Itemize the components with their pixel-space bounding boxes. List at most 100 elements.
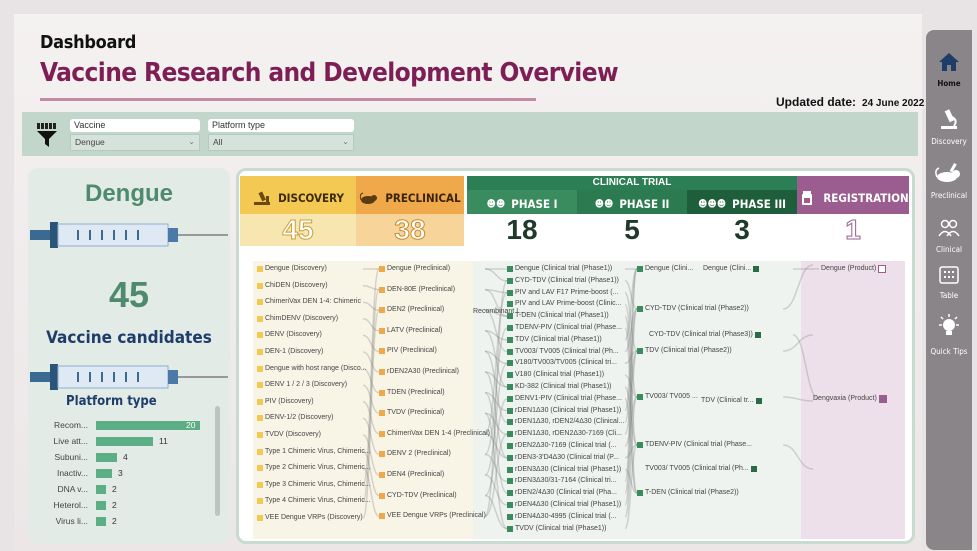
platform-bar-row[interactable]: Heterol...2 <box>28 500 213 511</box>
flow-node-phase1[interactable]: TDENV-PIV (Clinical trial (Phase... <box>507 324 622 332</box>
flow-node-phase1[interactable]: T-DEN (Clinical trial (Phase1)) <box>507 312 609 320</box>
flow-node-preclinical[interactable]: ChimeriVax DEN 1-4 (Preclinical) <box>379 430 490 438</box>
flow-node-discovery[interactable]: Dengue (Discovery) <box>257 265 327 273</box>
vaccine-slicer[interactable]: Vaccine Dengue⌄ <box>70 119 200 151</box>
platform-bar-row[interactable]: Live att...11 <box>28 436 213 447</box>
flow-node-discovery[interactable]: Type 3 Chimeric Virus, Chimeric... <box>257 481 371 489</box>
flow-node-phase1[interactable]: rDEN4Δ30-4995 (Clinical trial (... <box>507 513 617 521</box>
flow-node-phase2[interactable]: T-DEN (Clinical trial (Phase2)) <box>637 489 739 497</box>
flow-node-phase3[interactable]: Dengue (Clini... <box>703 265 760 273</box>
flow-node-discovery[interactable]: DENV-1/2 (Discovery) <box>257 414 333 422</box>
platform-bar[interactable] <box>96 501 106 510</box>
flow-node-phase2[interactable]: TDENV-PIV (Clinical trial (Phase... <box>637 441 752 449</box>
flow-node-phase1[interactable]: TDV (Clinical trial (Phase1)) <box>507 336 602 344</box>
platform-bar-row[interactable]: DNA v...2 <box>28 484 213 495</box>
flow-node-phase1[interactable]: rDEN1Δ30 (Clinical trial (Phase1)) <box>507 407 621 415</box>
flow-node-phase3[interactable]: CYD-TDV (Clinical trial (Phase3)) <box>649 331 761 339</box>
stage-preclinical[interactable]: PRECLINICAL 38 <box>356 176 464 246</box>
flow-node-preclinical[interactable]: DEN2 (Preclinical) <box>379 306 444 314</box>
flow-node-discovery[interactable]: Type 1 Chimeric Virus, Chimeric... <box>257 448 371 456</box>
flow-node-discovery[interactable]: DENV (Discovery) <box>257 331 322 339</box>
flow-node-preclinical[interactable]: Dengue (Preclinical) <box>379 265 450 273</box>
flow-node-phase1[interactable]: rDEN2/4Δ30 (Clinical trial (Pha... <box>507 489 617 497</box>
flow-node-phase1[interactable]: PIV and LAV Prime-boost (Clinic... <box>507 300 621 308</box>
platform-dropdown[interactable]: All⌄ <box>208 134 354 151</box>
flow-node-phase3[interactable]: TV003/ TV005 (Clinical trial (Ph... <box>645 465 757 473</box>
platform-bar-row[interactable]: Subuni...4 <box>28 452 213 463</box>
flow-node-misc[interactable]: Recombinant I... <box>473 308 524 316</box>
stage-phase1[interactable]: ☻☻ PHASE I 18 <box>467 190 577 246</box>
platform-bar[interactable] <box>96 469 112 478</box>
flow-node-discovery[interactable]: Type 4 Chimeric Virus, Chimeric... <box>257 497 371 505</box>
flow-node-phase2[interactable]: Dengue (Clini... <box>637 265 693 273</box>
flow-node-phase2[interactable]: TDV (Clinical trial (Phase2)) <box>637 347 732 355</box>
platform-bar[interactable] <box>96 517 106 526</box>
flow-node-phase1[interactable]: TVDV (Clinical trial (Phase1)) <box>507 525 606 533</box>
platform-bar-row[interactable]: Recom...20 <box>28 420 213 431</box>
stage-phase2[interactable]: ☻☻ PHASE II 5 <box>577 190 687 246</box>
flow-node-discovery[interactable]: ChiDEN (Discovery) <box>257 282 328 290</box>
flow-node-phase1[interactable]: rDEN2Δ30-7169 (Clinical trial (... <box>507 442 617 450</box>
flow-node-preclinical[interactable]: DEN-80E (Preclinical) <box>379 286 455 294</box>
flow-node-preclinical[interactable]: DEN4 (Preclinical) <box>379 471 444 479</box>
flow-node-discovery[interactable]: DENV 1 / 2 / 3 (Discovery) <box>257 381 347 389</box>
flow-node-preclinical[interactable]: CYD-TDV (Preclinical) <box>379 492 457 500</box>
filter-icon[interactable] <box>36 122 58 148</box>
platform-bar[interactable] <box>96 437 153 446</box>
flow-node-discovery[interactable]: TVDV (Discovery) <box>257 431 321 439</box>
flow-node-phase1[interactable]: KD-382 (Clinical trial (Phase1)) <box>507 383 611 391</box>
platform-bar[interactable] <box>96 421 200 430</box>
flow-node-preclinical[interactable]: PIV (Preclinical) <box>379 347 437 355</box>
flow-node-preclinical[interactable]: LATV (Preclinical) <box>379 327 443 335</box>
flow-node-discovery[interactable]: VEE Dengue VRPs (Discovery) <box>257 514 363 522</box>
flow-node-phase1[interactable]: PIV and LAV F17 Prime-boost (... <box>507 289 618 297</box>
scrollbar[interactable] <box>215 406 220 516</box>
nav-table[interactable]: Table <box>926 266 972 300</box>
flow-node-discovery[interactable]: Dengue with host range (Disco... <box>257 365 367 373</box>
flow-node-phase1[interactable]: rDEN1Δ30, rDEN2Δ30-7169 (Cli... <box>507 430 622 438</box>
flow-node-phase1[interactable]: V180 (Clinical trial (Phase1)) <box>507 371 604 379</box>
stage-phase3[interactable]: ☻☻☻ PHASE III 3 <box>687 190 797 246</box>
platform-bar[interactable] <box>96 453 117 462</box>
platform-bar-row[interactable]: Virus li...2 <box>28 516 213 527</box>
stage-registration[interactable]: REGISTRATION 1 <box>797 176 909 246</box>
nav-clinical[interactable]: Clinical <box>926 218 972 254</box>
flow-node-phase3[interactable]: TDV (Clinical tr... <box>701 397 762 405</box>
nav-quick-tips[interactable]: Quick Tips <box>926 314 972 356</box>
flow-node-discovery[interactable]: ChimeriVax DEN 1-4: Chimeric <box>257 298 361 306</box>
flow-node-phase1[interactable]: TV003/ TV005 (Clinical trial (Ph... <box>507 348 619 356</box>
flow-node-phase1-label: V180/TV003/TV005 (Clinical tri... <box>515 359 617 367</box>
flow-node-phase1[interactable]: rDEN3-3'D4Δ30 (Clinical trial (P... <box>507 454 619 462</box>
flow-node-phase2[interactable]: TV003/ TV005 ... <box>637 393 698 401</box>
flow-node-registration[interactable]: Dengvaxia (Product) <box>813 395 887 403</box>
flow-node-discovery[interactable]: Type 2 Chimeric Virus, Chimeric... <box>257 464 371 472</box>
platform-bar-row[interactable]: Inactiv...3 <box>28 468 213 479</box>
platform-bar[interactable] <box>96 485 106 494</box>
flow-node-preclinical[interactable]: TDEN (Preclinical) <box>379 389 445 397</box>
flow-node-registration[interactable]: Dengue (Product) <box>821 265 887 273</box>
nav-discovery[interactable]: Discovery <box>926 108 972 146</box>
flow-node-phase1[interactable]: rDEN3Δ30 (Clinical trial (Phase1)) <box>507 466 621 474</box>
platform-slicer[interactable]: Platform type All⌄ <box>208 119 354 151</box>
flow-node-phase1[interactable]: CYD-TDV (Clinical trial (Phase1)) <box>507 277 619 285</box>
flow-node-phase2[interactable]: CYD-TDV (Clinical trial (Phase2)) <box>637 305 749 313</box>
flow-node-phase1[interactable]: rDEN4Δ30 (Clinical trial (Phase1)) <box>507 501 621 509</box>
flow-node-phase1[interactable]: rDEN3Δ30/31-7164 (Clinical tri... <box>507 477 617 485</box>
flow-node-preclinical[interactable]: TVDV (Preclinical) <box>379 409 444 417</box>
nav-preclinical[interactable]: Preclinical <box>926 162 972 200</box>
flow-node-preclinical[interactable]: rDEN2A30 (Preclinical) <box>379 368 459 376</box>
summary-panel: Dengue 45 Vaccine candidates Platform ty… <box>28 168 230 544</box>
flow-node-preclinical-label: ChimeriVax DEN 1-4 (Preclinical) <box>387 429 490 437</box>
stage-discovery[interactable]: DISCOVERY 45 <box>240 176 356 246</box>
flow-node-phase1[interactable]: Dengue (Clinical trial (Phase1)) <box>507 265 612 273</box>
flow-node-discovery[interactable]: DEN-1 (Discovery) <box>257 348 323 356</box>
flow-node-phase1[interactable]: V180/TV003/TV005 (Clinical tri... <box>507 359 617 367</box>
flow-node-discovery[interactable]: PIV (Discovery) <box>257 398 314 406</box>
flow-node-phase1[interactable]: DENV1-PIV (Clinical trial (Phase... <box>507 395 622 403</box>
flow-node-preclinical[interactable]: DENV 2 (Preclinical) <box>379 450 451 458</box>
flow-node-phase1[interactable]: rDEN1Δ30, rDEN2/4Δ30 (Clinical... <box>507 418 624 426</box>
nav-home[interactable]: Home <box>926 52 972 88</box>
vaccine-dropdown[interactable]: Dengue⌄ <box>70 134 200 151</box>
flow-node-preclinical[interactable]: VEE Dengue VRPs (Preclinical) <box>379 512 486 520</box>
flow-node-discovery[interactable]: ChimDENV (Discovery) <box>257 315 338 323</box>
